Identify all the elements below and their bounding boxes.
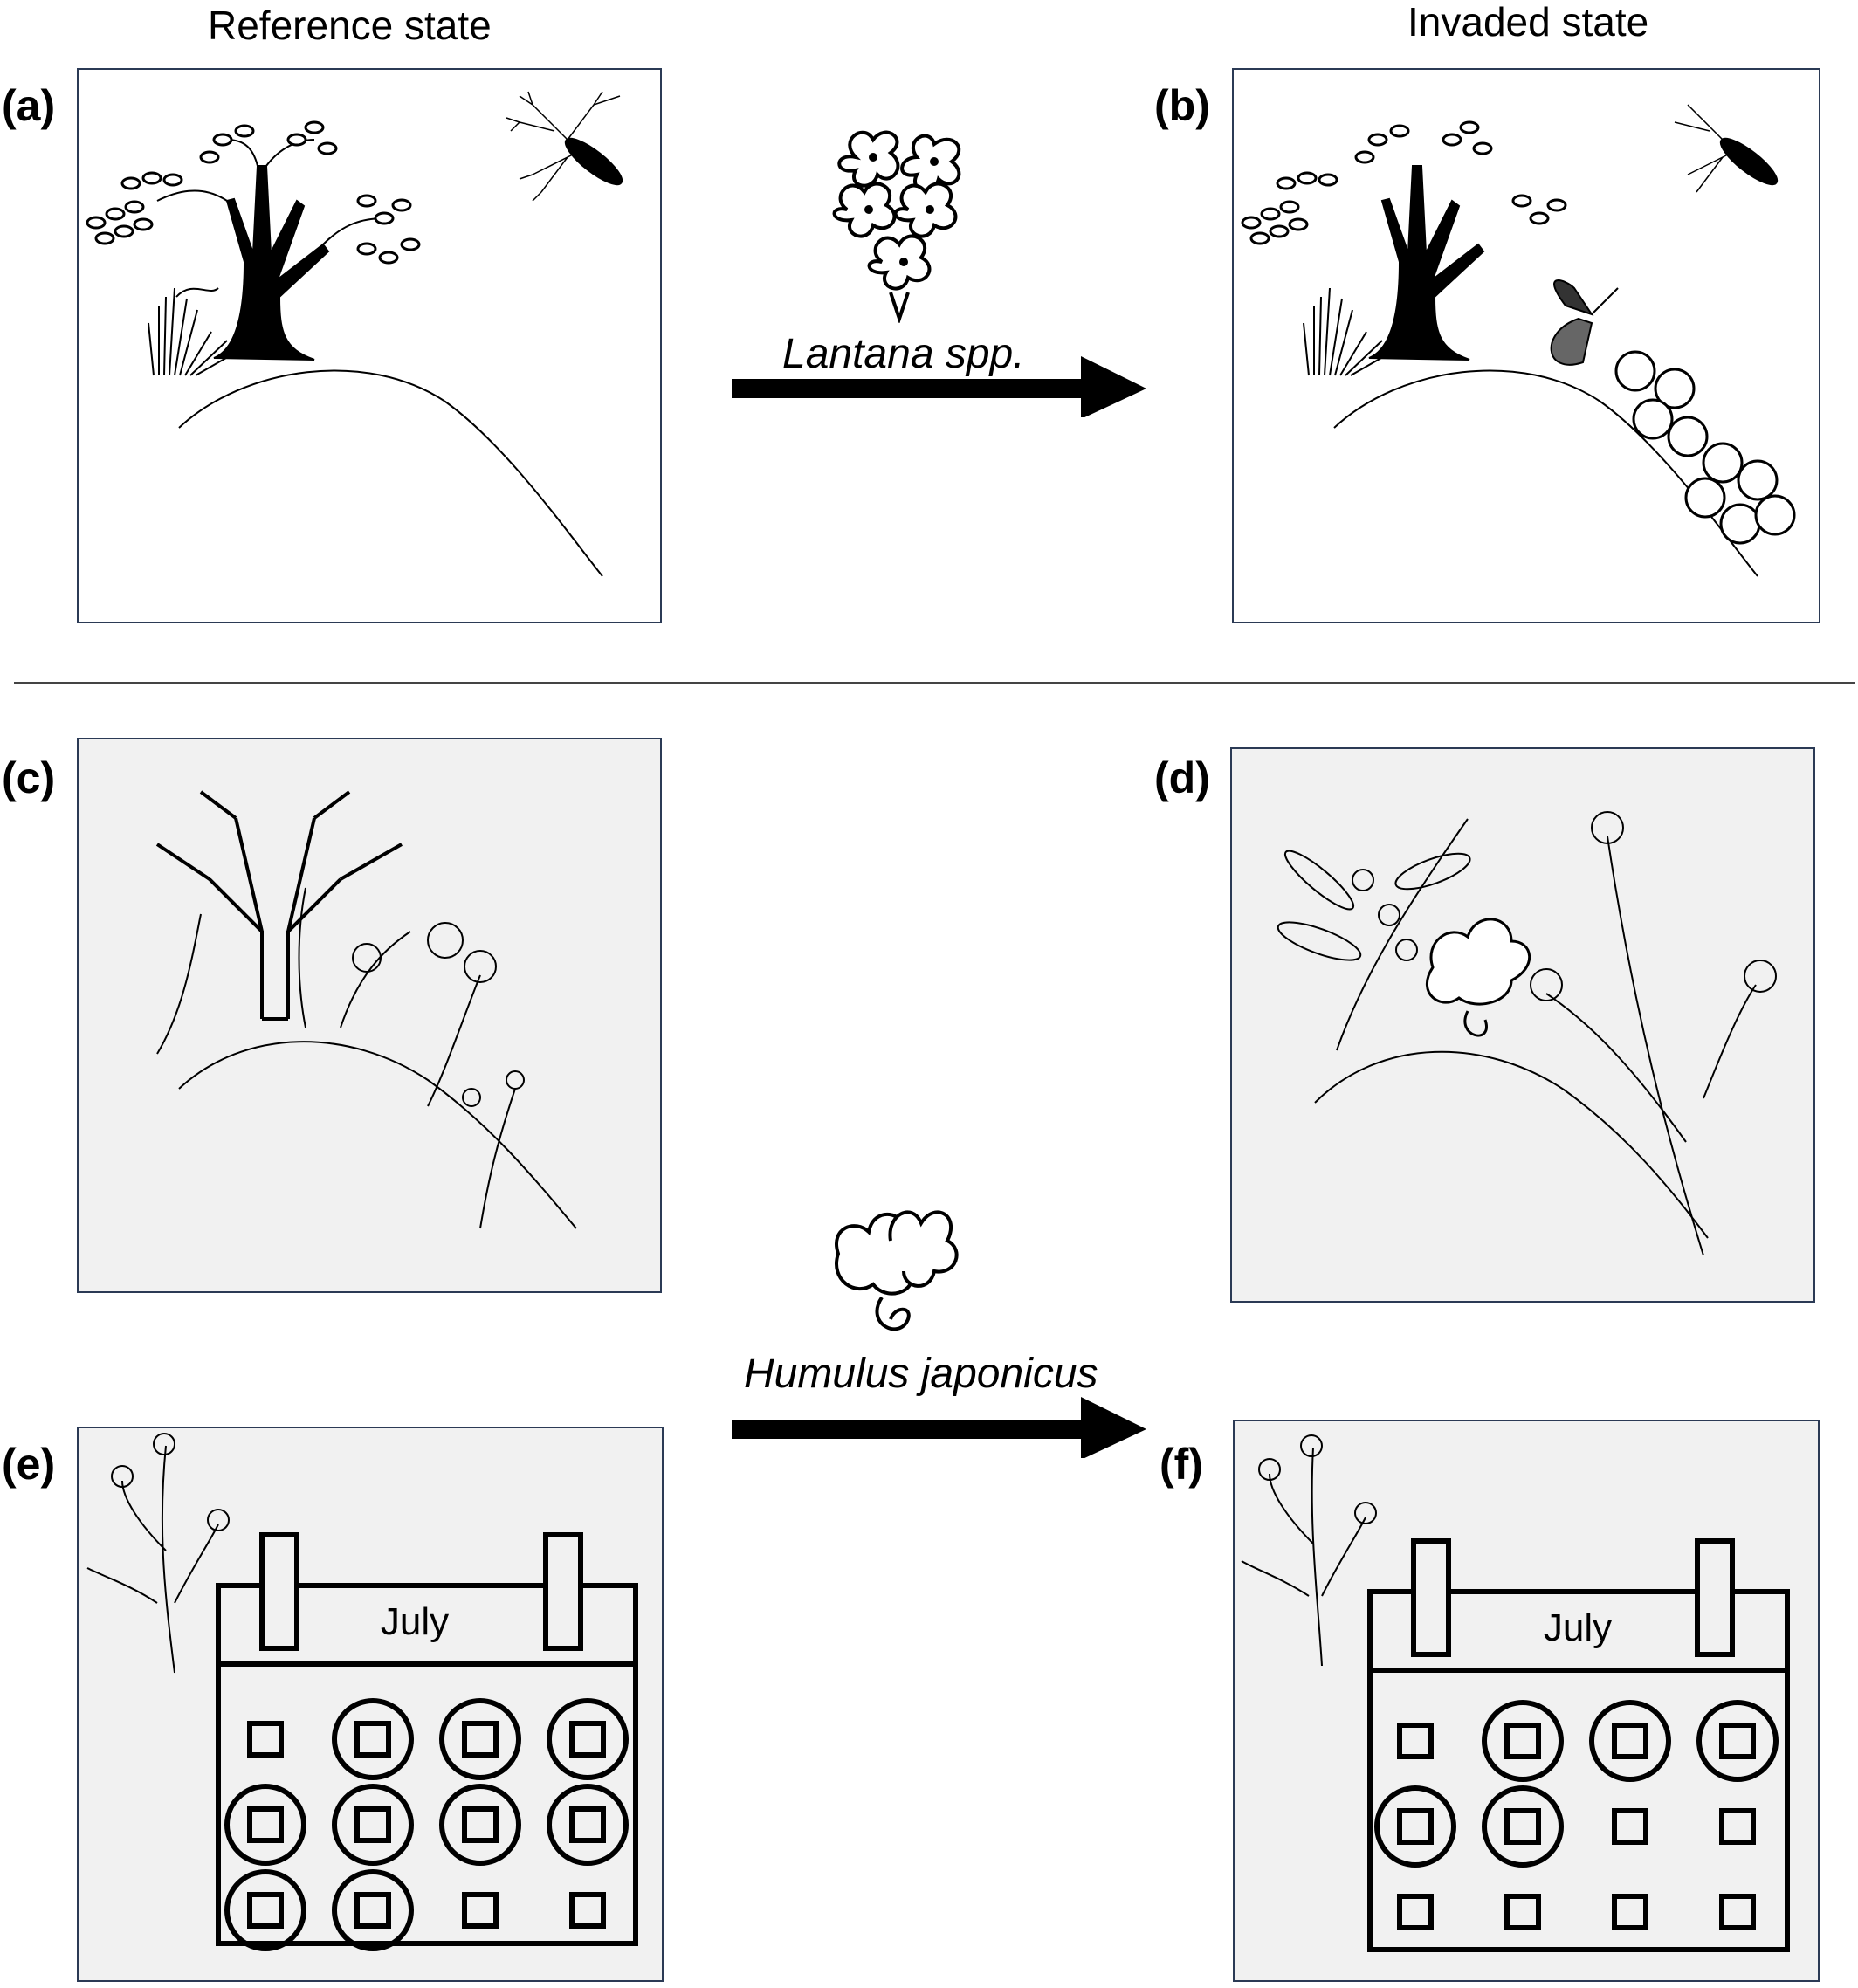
calendar-day [354, 1721, 391, 1758]
calendar-day [1397, 1808, 1434, 1845]
grass-tuft-icon [148, 287, 245, 376]
panel-f-invaded-calendar: July [1233, 1420, 1820, 1982]
flowering-day-circle [1482, 1785, 1564, 1868]
section-divider [14, 682, 1855, 684]
flowering-day-circle [332, 1698, 414, 1780]
thistle-plant-icon [86, 1433, 230, 1674]
calendar-day [462, 1721, 499, 1758]
panel-label-d: (d) [1154, 753, 1210, 802]
wildflowers-icon [156, 887, 525, 1229]
calendar-icon [216, 1532, 638, 1946]
calendar-day [569, 1806, 606, 1843]
calendar-day [1612, 1894, 1648, 1930]
arrow-right-icon-bottom [732, 1397, 1146, 1458]
calendar-month-label: July [381, 1600, 449, 1643]
calendar-day [1612, 1723, 1648, 1759]
flowering-day-circle [1589, 1700, 1671, 1782]
calendar-day [1612, 1808, 1648, 1845]
flowering-day-circle [332, 1869, 414, 1951]
flowering-day-circle [547, 1698, 629, 1780]
calendar-month-label: July [1544, 1606, 1612, 1649]
calendar-day-grid [224, 1698, 629, 1951]
calendar-day [569, 1721, 606, 1758]
panel-label-c: (c) [2, 753, 56, 802]
lantana-flower-patch-icon [1614, 350, 1796, 545]
tree-icon [86, 120, 421, 361]
invader-label-humulus: Humulus japonicus [744, 1351, 1098, 1397]
panel-e-reference-calendar: July [77, 1427, 664, 1982]
flowering-day-circle [224, 1784, 306, 1866]
calendar-day [247, 1806, 284, 1843]
calendar-day [1397, 1723, 1434, 1759]
calendar-icon [1367, 1538, 1790, 1952]
calendar-day [247, 1721, 284, 1758]
insect-icon [506, 91, 623, 202]
calendar-day [354, 1892, 391, 1929]
panel-label-a: (a) [2, 81, 56, 130]
thistle-plant-icon [1241, 1434, 1377, 1667]
panel-a-reference [77, 68, 662, 623]
calendar-day [1504, 1723, 1541, 1759]
calendar-day [1719, 1808, 1756, 1845]
panel-label-f: (f) [1160, 1440, 1203, 1489]
calendar-day [247, 1892, 284, 1929]
panel-label-b: (b) [1154, 81, 1210, 130]
flowering-day-circle [332, 1784, 414, 1866]
flowering-day-circle [439, 1784, 521, 1866]
calendar-day [354, 1806, 391, 1843]
calendar-day [1504, 1894, 1541, 1930]
flowering-day-circle [547, 1784, 629, 1866]
calendar-day [1719, 1723, 1756, 1759]
arrow-right-icon-top [732, 356, 1146, 417]
calendar-day [1719, 1894, 1756, 1930]
thistle-plant-icon [1530, 811, 1777, 1256]
hill-curve [1314, 1050, 1709, 1239]
heading-reference-state: Reference state [208, 3, 492, 48]
hop-leaf-icon [1426, 918, 1531, 1037]
flowering-day-circle [1696, 1700, 1779, 1782]
panel-label-e: (e) [2, 1440, 56, 1489]
flowering-day-circle [224, 1869, 306, 1951]
insect-icon [1674, 104, 1779, 193]
calendar-day [462, 1892, 499, 1929]
calendar-day-grid [1374, 1700, 1779, 1930]
bare-tree-icon [155, 790, 403, 1021]
flowering-day-circle [1374, 1785, 1456, 1868]
panel-c-reference [77, 738, 662, 1293]
calendar-day [462, 1806, 499, 1843]
calendar-day [569, 1892, 606, 1929]
panel-b-invaded [1232, 68, 1820, 623]
calendar-day [1397, 1894, 1434, 1930]
flowering-day-circle [1482, 1700, 1564, 1782]
butterfly-icon [1550, 279, 1619, 366]
calendar-day [1504, 1808, 1541, 1845]
hill-curve [178, 369, 603, 577]
hill-curve [178, 1041, 577, 1229]
tree-icon [1241, 120, 1567, 361]
invader-label-lantana: Lantana spp. [782, 331, 1025, 377]
rosehip-branch-icon [1277, 818, 1471, 1051]
lantana-flower-icon [832, 130, 961, 323]
heading-invaded-state: Invaded state [1407, 0, 1649, 45]
hill-curve [1333, 369, 1758, 577]
flowering-day-circle [439, 1698, 521, 1780]
grass-tuft-icon [1303, 287, 1400, 376]
humulus-leaf-icon [835, 1210, 959, 1331]
panel-d-invaded [1230, 747, 1815, 1303]
